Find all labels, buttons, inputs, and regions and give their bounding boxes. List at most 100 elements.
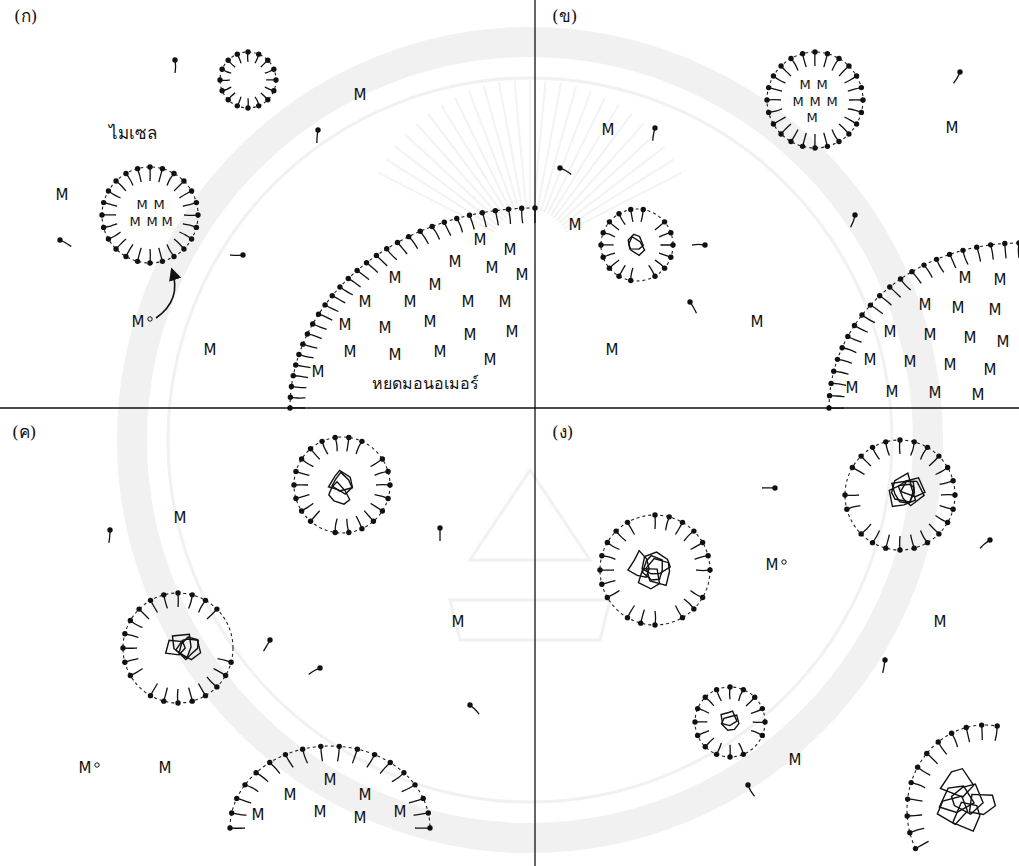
surfactant-head bbox=[101, 225, 106, 230]
surfactant-head bbox=[680, 520, 685, 525]
surfactant-head bbox=[406, 234, 411, 239]
monomer-symbol: M bbox=[959, 270, 972, 287]
panel-letter: (ก) bbox=[14, 7, 37, 26]
surfactant-head bbox=[219, 67, 224, 72]
surfactant-head bbox=[128, 673, 133, 678]
surfactant-head bbox=[354, 268, 359, 273]
surfactant-head bbox=[727, 754, 732, 759]
illustration-part bbox=[450, 470, 610, 640]
surfactant-head bbox=[858, 453, 863, 458]
illustration-part bbox=[176, 639, 198, 660]
micelle-label: ไมเซล bbox=[109, 124, 157, 143]
monomer-symbol: M bbox=[452, 614, 465, 631]
illustration-part bbox=[562, 147, 665, 226]
surfactant-head bbox=[317, 665, 322, 670]
surfactant-head bbox=[897, 437, 902, 442]
monomer-symbol: M bbox=[929, 385, 942, 402]
surfactant-head bbox=[836, 139, 841, 144]
surfactant-head bbox=[695, 733, 700, 738]
surfactant-head bbox=[359, 526, 364, 531]
surfactant-head bbox=[909, 269, 914, 274]
surfactant-head bbox=[979, 722, 984, 727]
monomer-symbol: M bbox=[129, 215, 140, 229]
surfactant-head bbox=[668, 255, 673, 260]
monomer-symbol: M bbox=[161, 215, 172, 229]
surfactant-head bbox=[703, 695, 708, 700]
surfactant-head bbox=[107, 527, 112, 532]
monomer-symbol: M bbox=[952, 300, 965, 317]
surfactant-head bbox=[195, 212, 200, 217]
surfactant-head bbox=[214, 606, 219, 611]
illustration-part bbox=[953, 802, 980, 831]
surfactant-head bbox=[291, 373, 296, 378]
radical-mark bbox=[95, 763, 99, 767]
monomer-symbol: M bbox=[964, 330, 977, 347]
surfactant-head bbox=[925, 445, 930, 450]
monomer-symbol: M bbox=[792, 95, 803, 109]
illustration-part bbox=[428, 114, 506, 218]
micelle bbox=[842, 437, 957, 552]
surfactant-head bbox=[897, 547, 902, 552]
surfactant-head bbox=[915, 764, 920, 769]
monomer-symbol: M bbox=[339, 317, 352, 334]
radical-mark bbox=[148, 317, 152, 321]
surfactant-head bbox=[859, 85, 864, 90]
surfactant-head bbox=[194, 200, 199, 205]
surfactant-head bbox=[101, 200, 106, 205]
monomer-symbol: M bbox=[569, 217, 582, 234]
surfactant-head bbox=[936, 739, 941, 744]
monomer-symbol: M bbox=[379, 320, 392, 337]
surfactant-head bbox=[172, 57, 177, 62]
surfactant-head bbox=[846, 63, 851, 68]
surfactant-head bbox=[267, 637, 272, 642]
surfactant-head bbox=[812, 49, 817, 54]
surfactant-head bbox=[607, 265, 612, 270]
surfactant-head bbox=[600, 230, 605, 235]
illustration-part bbox=[132, 42, 928, 838]
surfactant-head bbox=[800, 144, 805, 149]
polymer-particle bbox=[628, 234, 644, 255]
monomer-symbol: M bbox=[997, 334, 1010, 351]
surfactant-head bbox=[217, 77, 222, 82]
monomer-symbol: M bbox=[606, 342, 619, 359]
micelle bbox=[120, 590, 234, 705]
surfactant-head bbox=[189, 188, 194, 193]
surfactant-head bbox=[752, 695, 757, 700]
surfactant-head bbox=[924, 751, 929, 756]
surfactant-head bbox=[426, 810, 431, 815]
surfactant-head bbox=[771, 121, 776, 126]
surfactant-head bbox=[318, 744, 323, 749]
surfactant-head bbox=[380, 508, 385, 513]
illustration-part bbox=[695, 687, 765, 757]
monomer-symbol: M bbox=[354, 87, 367, 104]
surfactant-head bbox=[613, 528, 618, 533]
surfactant-head bbox=[988, 242, 993, 247]
illustration-part bbox=[548, 98, 605, 215]
illustration-part bbox=[901, 478, 925, 497]
surfactant-head bbox=[921, 262, 926, 267]
surfactant-head bbox=[828, 381, 833, 386]
surfactant-head bbox=[214, 684, 219, 689]
surfactant-head bbox=[760, 706, 765, 711]
monomer-symbol: M bbox=[136, 198, 147, 212]
monomer-symbol: M bbox=[312, 364, 325, 381]
surfactant-head bbox=[265, 97, 270, 102]
monomer-symbol: M bbox=[864, 352, 877, 369]
surfactant-head bbox=[283, 752, 288, 757]
surfactant-head bbox=[300, 341, 305, 346]
surfactant-head bbox=[905, 796, 910, 801]
monomer-symbol: M bbox=[809, 95, 820, 109]
surfactant-head bbox=[597, 567, 602, 572]
surfactant-head bbox=[667, 514, 672, 519]
illustration-part bbox=[329, 470, 353, 494]
illustration-part bbox=[629, 237, 645, 256]
surfactant-head bbox=[741, 687, 746, 692]
surfactant-head bbox=[401, 770, 406, 775]
surfactant-head bbox=[299, 456, 304, 461]
surfactant-head bbox=[253, 770, 258, 775]
surfactant-head bbox=[467, 213, 472, 218]
surfactant-head bbox=[234, 796, 239, 801]
surfactant-head bbox=[950, 478, 955, 483]
surfactant-head bbox=[913, 846, 918, 851]
surfactant-head bbox=[702, 242, 707, 247]
